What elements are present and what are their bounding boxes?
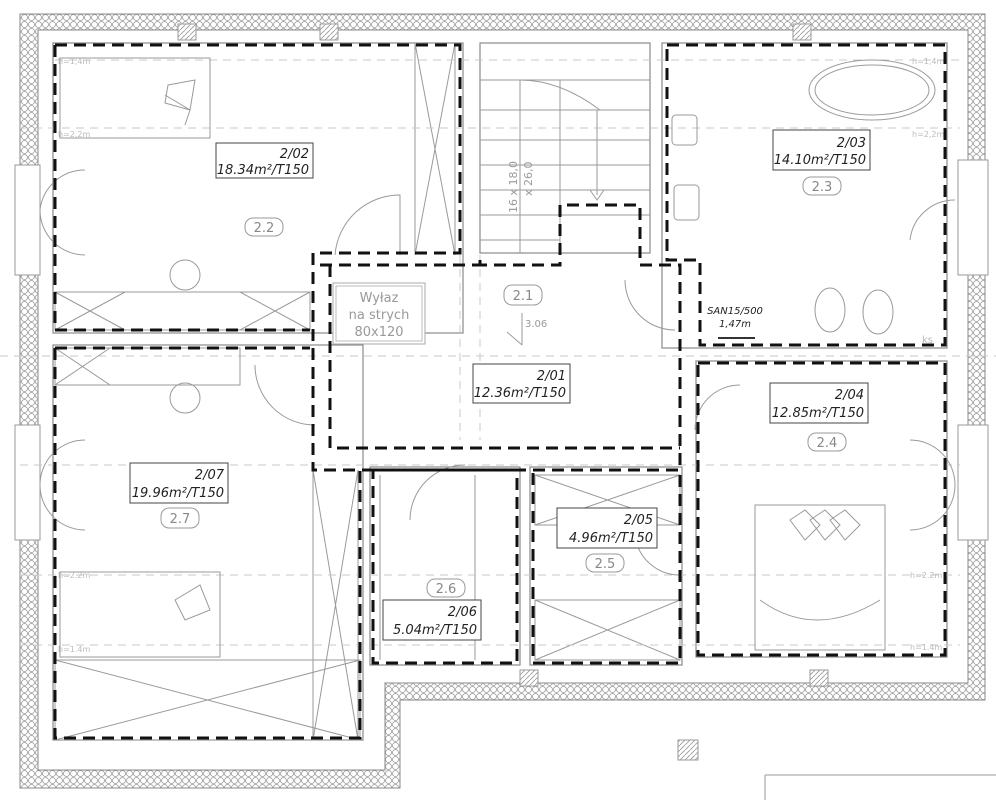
washbasin — [673, 184, 700, 221]
svg-text:5.04m²/T150: 5.04m²/T150 — [393, 623, 477, 638]
room-outlines — [53, 43, 947, 740]
room-tag-2-7: 2.7 — [160, 507, 200, 529]
svg-text:16 x 18,0: 16 x 18,0 — [507, 161, 520, 213]
room-tag-2-3: 2.3 — [802, 176, 842, 196]
svg-text:3.06: 3.06 — [525, 319, 547, 330]
svg-text:2.3: 2.3 — [812, 180, 833, 195]
svg-text:2/02: 2/02 — [280, 147, 309, 162]
room-tag-2-4: 2.4 — [807, 432, 847, 452]
svg-text:12.36m²/T150: 12.36m²/T150 — [474, 386, 566, 401]
room-tag-2-1: 2.1 — [503, 284, 543, 306]
height-label: h=2,2m — [912, 130, 944, 139]
svg-text:SAN15/500: SAN15/500 — [707, 306, 763, 317]
exterior-wall — [0, 13, 996, 800]
svg-text:4.96m²/T150: 4.96m²/T150 — [569, 531, 653, 546]
svg-text:2/01: 2/01 — [537, 369, 566, 384]
svg-text:80x120: 80x120 — [354, 325, 403, 340]
interior-walls — [20, 42, 960, 741]
svg-text:2.1: 2.1 — [513, 289, 534, 304]
svg-text:2.2: 2.2 — [254, 221, 275, 236]
ks-label: ks — [922, 335, 933, 346]
bathtub — [808, 59, 936, 121]
height-label: h=1.4m — [58, 645, 90, 654]
toilet — [814, 287, 846, 333]
height-label: h=1,4m — [58, 57, 90, 66]
stair-label: 16 x 18,0 x 26,0 — [507, 161, 535, 213]
svg-text:2/04: 2/04 — [835, 388, 864, 403]
radiator-label: SAN15/500 1,47m — [707, 306, 763, 330]
svg-text:2/06: 2/06 — [448, 605, 477, 620]
svg-text:Wyłaz: Wyłaz — [360, 291, 399, 306]
svg-text:2.5: 2.5 — [595, 557, 616, 572]
height-label: h=2.2m — [910, 571, 942, 580]
svg-text:2.7: 2.7 — [170, 512, 191, 527]
height-label: h=1.4m — [910, 643, 942, 652]
room-label-2-07[interactable]: 2/07 19.96m²/T150 — [129, 462, 229, 504]
washbasin — [671, 114, 698, 146]
bidet — [862, 289, 894, 335]
svg-text:x 26,0: x 26,0 — [522, 162, 535, 197]
room-label-2-06[interactable]: 2/06 5.04m²/T150 — [382, 599, 482, 641]
svg-text:18.34m²/T150: 18.34m²/T150 — [217, 163, 309, 178]
svg-text:na strych: na strych — [349, 308, 410, 323]
room-tag-2-2: 2.2 — [244, 217, 284, 237]
room-tag-2-5: 2.5 — [585, 553, 625, 573]
room-label-2-02[interactable]: 2/02 18.34m²/T150 — [215, 142, 314, 179]
attic-hatch: Wyłaz na strych 80x120 — [332, 282, 426, 345]
height-label: h=1,4m — [912, 57, 944, 66]
svg-text:14.10m²/T150: 14.10m²/T150 — [774, 153, 866, 168]
svg-text:1,47m: 1,47m — [719, 319, 751, 330]
svg-text:2/05: 2/05 — [624, 513, 653, 528]
height-label: h=2,2m — [58, 130, 90, 139]
room-label-2-04[interactable]: 2/04 12.85m²/T150 — [769, 382, 869, 424]
elevation-mark: 3.06 — [506, 313, 547, 346]
svg-text:12.85m²/T150: 12.85m²/T150 — [772, 406, 864, 421]
svg-text:2/03: 2/03 — [837, 136, 866, 151]
chair — [169, 259, 201, 291]
room-label-2-03[interactable]: 2/03 14.10m²/T150 — [772, 129, 871, 171]
svg-text:2.4: 2.4 — [817, 436, 838, 451]
room-label-2-05[interactable]: 2/05 4.96m²/T150 — [556, 507, 658, 549]
bed-2-2 — [59, 57, 211, 139]
height-label: h=2.2m — [58, 571, 90, 580]
svg-text:19.96m²/T150: 19.96m²/T150 — [132, 486, 224, 501]
room-label-2-01[interactable]: 2/01 12.36m²/T150 — [472, 363, 571, 404]
svg-text:2/07: 2/07 — [195, 468, 225, 483]
bed-2-7 — [59, 571, 221, 658]
room-tag-2-6: 2.6 — [426, 578, 466, 598]
furniture — [59, 57, 936, 658]
bed-2-4 — [754, 504, 886, 651]
chair — [169, 382, 201, 414]
svg-text:2.6: 2.6 — [436, 582, 457, 597]
